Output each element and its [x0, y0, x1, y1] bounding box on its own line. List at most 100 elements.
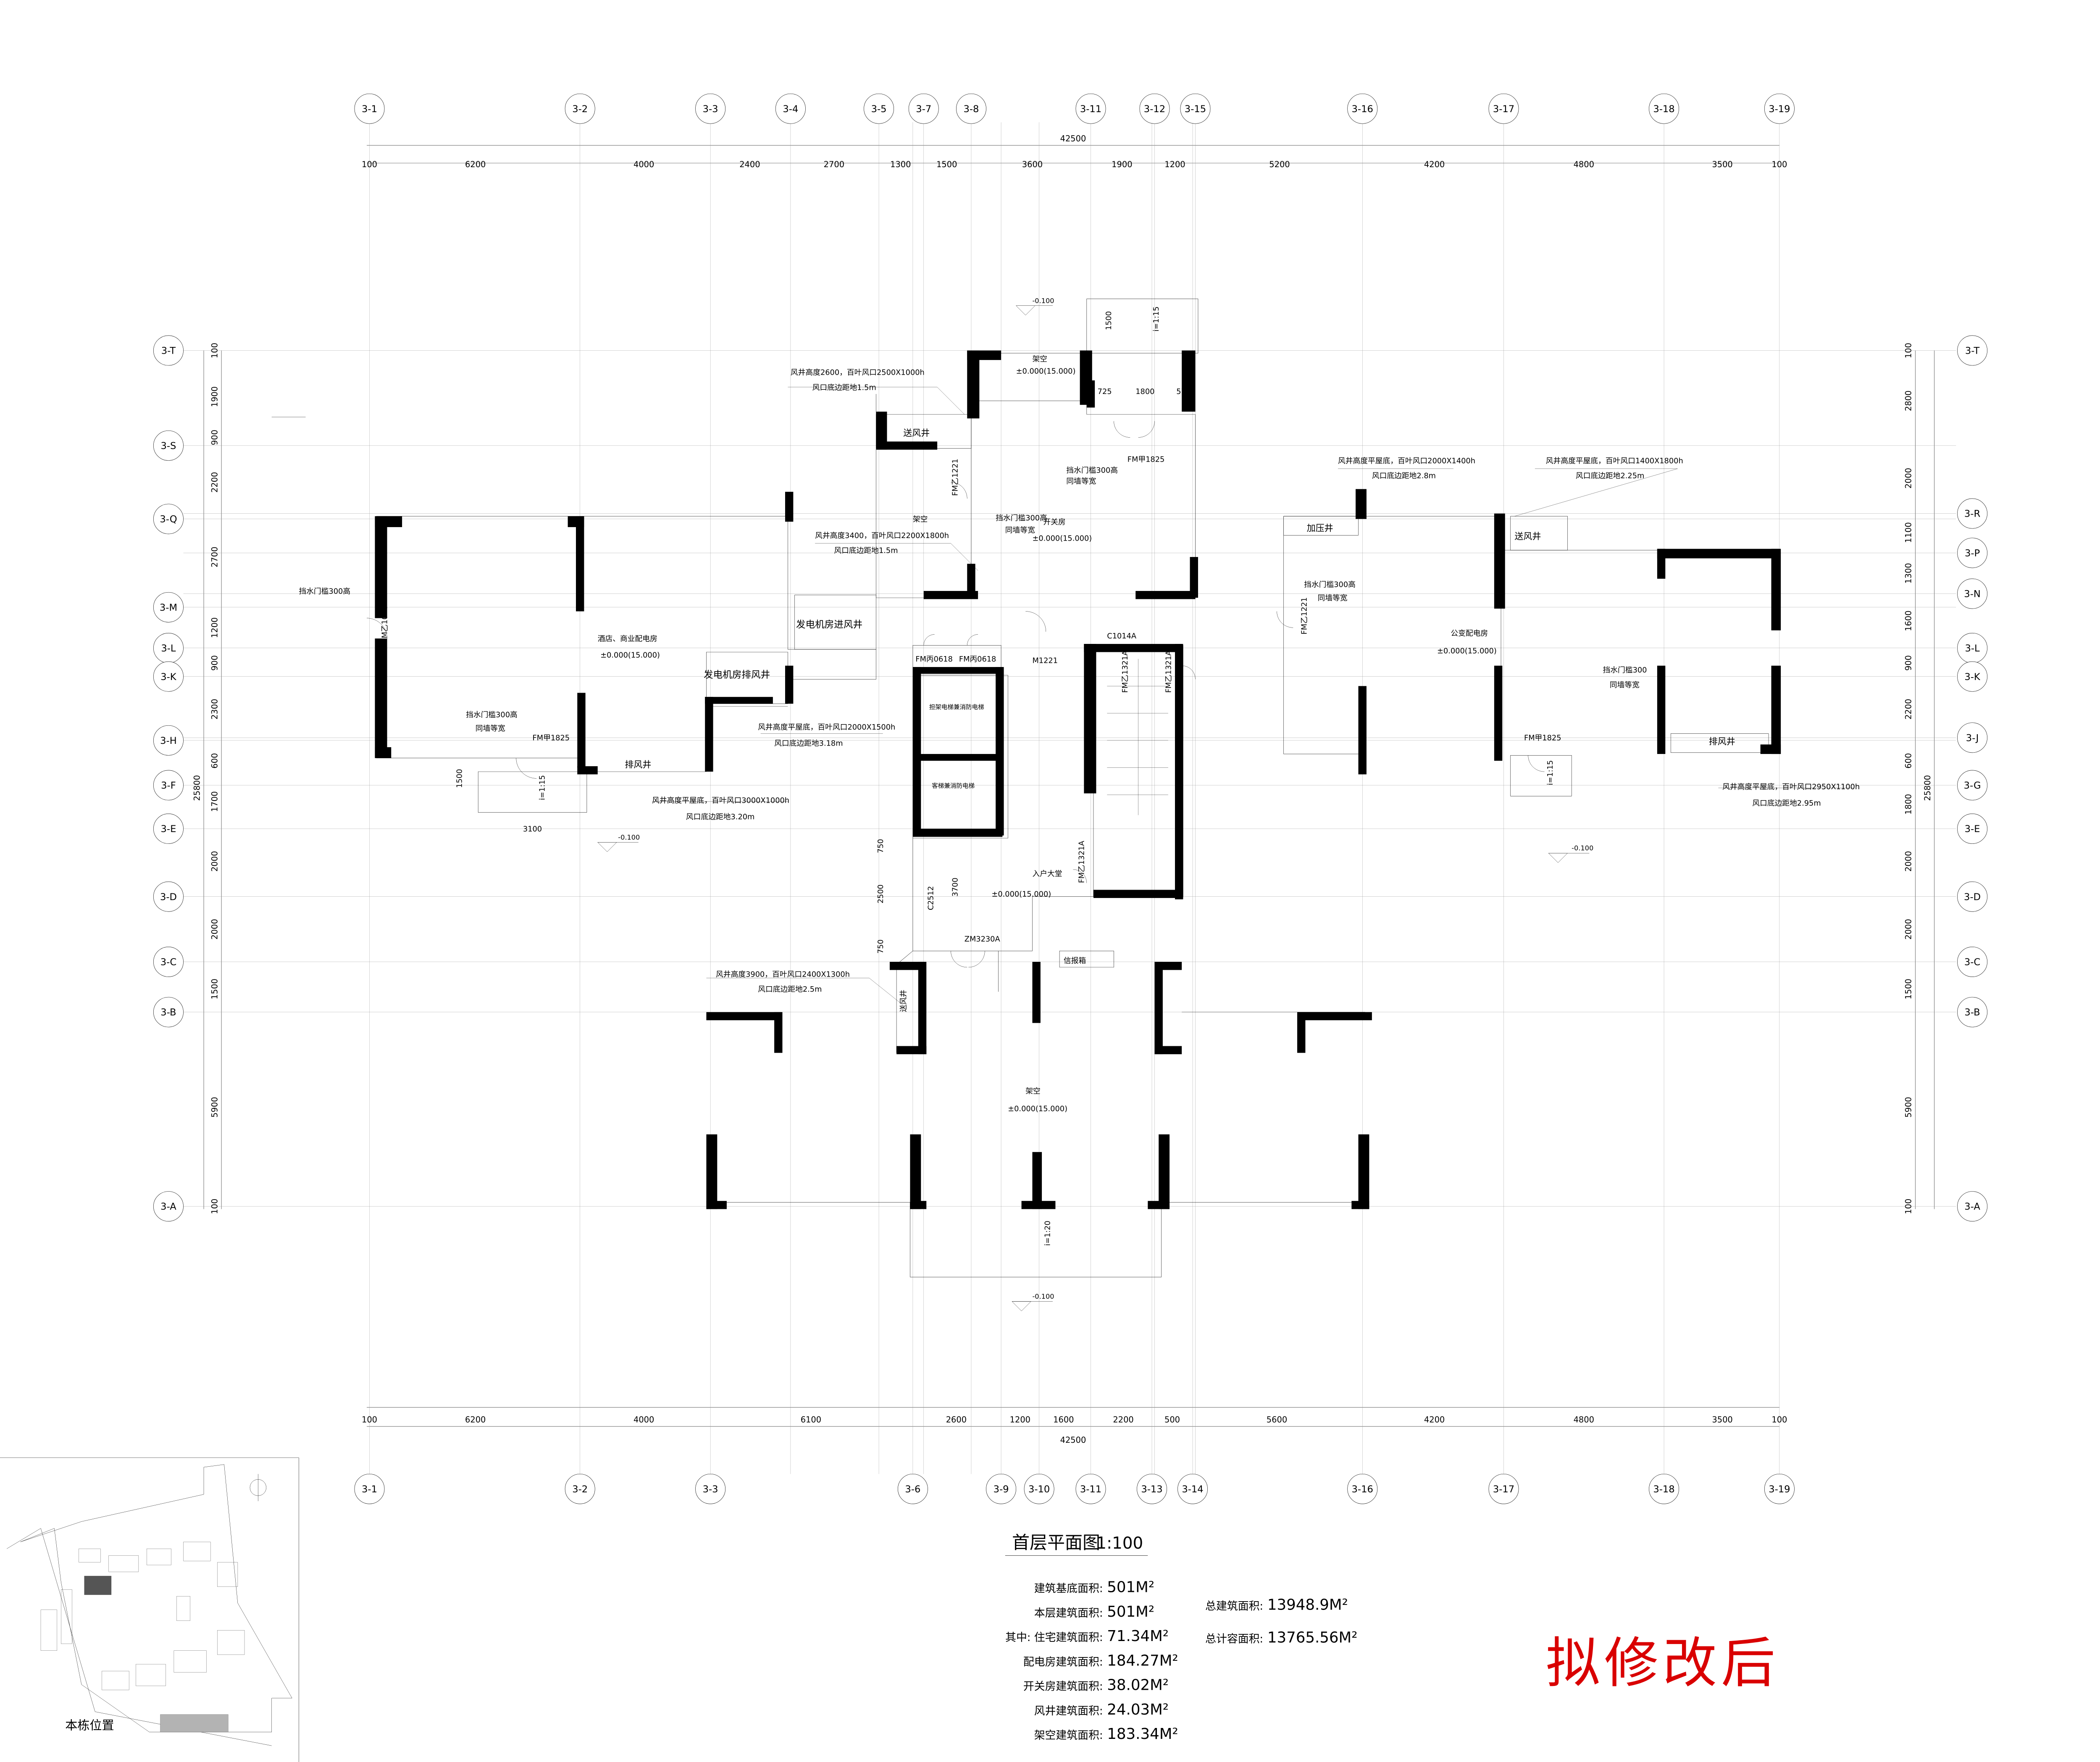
axis-label: 3-L [161, 643, 176, 654]
axis-bubble: 3-16 [1348, 1474, 1377, 1504]
axis-bubbles-left: 3-T3-S3-Q3-M3-L3-K3-H3-F3-E3-D3-C3-B3-A [153, 336, 183, 1221]
axis-bubble: 3-11 [1076, 94, 1106, 123]
axis-bubble: 3-K [153, 662, 183, 691]
door-note-1: 挡水门槛300高 [1066, 466, 1118, 475]
label-lobby: 入户大堂 [1032, 869, 1062, 878]
elev-right: -0.100 [1572, 844, 1593, 852]
vent-note-8: 风井高度平屋底，百叶风口2950X1100h [1722, 783, 1860, 791]
label-elevator-1: 担架电梯兼消防电梯 [929, 704, 984, 711]
area-value: 13948.9M² [1267, 1597, 1348, 1614]
dim-text-bottom: 100 [1771, 1415, 1787, 1424]
misc-dim-8: 2500 [876, 885, 885, 903]
dim-text-bottom: 4200 [1424, 1415, 1445, 1424]
dim-text-right: 100 [1904, 343, 1913, 358]
thick-walls [375, 350, 1781, 1209]
dim-text-left: 1900 [210, 386, 219, 407]
axis-bubble: 3-17 [1489, 1474, 1519, 1504]
dim-text-left: 2200 [210, 472, 219, 493]
gen-vent-note: 风井高度3400，百叶风口2200X1800h [815, 531, 949, 540]
axis-label: 3-16 [1352, 1484, 1373, 1495]
dim-text-right: 2200 [1904, 699, 1913, 720]
door-note-6b: 同墙等宽 [1610, 681, 1640, 690]
axis-label: 3-11 [1080, 104, 1101, 115]
axis-label: 3-17 [1493, 1484, 1514, 1495]
leader-lines [652, 387, 1854, 1006]
axis-bubbles-right: 3-T3-R3-P3-N3-L3-K3-J3-G3-E3-D3-C3-B3-A [1957, 336, 1987, 1221]
door-fm-m: FM甲1825 [533, 734, 570, 743]
vent-note-7: 风井高度平屋底，百叶风口1400X1800h [1546, 457, 1683, 465]
axis-label: 3-L [1965, 643, 1980, 654]
door-fm0618b: FM丙0618 [959, 655, 996, 664]
label-pressure-shaft: 加压井 [1307, 523, 1333, 533]
axis-label: 3-S [160, 441, 176, 452]
axis-label: 3-11 [1080, 1484, 1101, 1495]
dim-text-bottom: 1600 [1053, 1415, 1074, 1424]
door-zm: ZM3230A [965, 935, 1000, 943]
vent-note-7b: 风口底边距地2.25m [1576, 472, 1644, 481]
axis-bubble: 3-3 [696, 1474, 725, 1504]
area-value: 501M² [1107, 1579, 1154, 1596]
axis-bubble: 3-13 [1137, 1474, 1167, 1504]
dim-text-bottom: 6100 [801, 1415, 821, 1424]
axis-bubble: 3-L [153, 633, 183, 663]
axis-label: 3-F [161, 780, 176, 791]
axis-bubble: 3-1 [355, 1474, 384, 1504]
axis-bubble: 3-7 [909, 94, 938, 123]
axis-bubble: 3-D [153, 882, 183, 911]
axis-bubble: 3-F [153, 770, 183, 800]
label-gen-exhaust: 发电机房排风井 [704, 670, 770, 680]
vent-note-8b: 风口底边距地2.95m [1752, 799, 1821, 808]
axis-label: 3-5 [871, 104, 887, 115]
axis-bubble: 3-11 [1076, 1474, 1106, 1504]
dim-text-top: 6200 [465, 160, 486, 169]
dim-text-top: 1900 [1112, 160, 1132, 169]
axis-label: 3-D [160, 892, 177, 903]
dim-text-left: 100 [210, 1199, 219, 1214]
axis-label: 3-14 [1182, 1484, 1203, 1495]
area-label: 总计容面积: [1205, 1633, 1263, 1645]
door-fm-y2: FM乙1221 [1300, 597, 1309, 635]
label-exhaust-2: 排风井 [1709, 736, 1735, 746]
axis-label: 3-15 [1185, 104, 1206, 115]
axis-bubble: 3-E [1957, 814, 1987, 843]
dimension-texts-left: 1001900900220027001200900230060017002000… [210, 343, 219, 1214]
dim-text-left: 600 [210, 753, 219, 769]
key-plan: 本栋位置 [0, 1457, 299, 1762]
dim-text-right: 600 [1904, 753, 1913, 769]
axis-label: 3-J [1966, 733, 1979, 743]
axis-bubble: 3-A [153, 1192, 183, 1221]
axis-label: 3-N [1964, 589, 1980, 600]
gen-vent-note-b: 风口底边距地1.5m [834, 546, 898, 555]
axis-label: 3-K [1964, 672, 1981, 683]
axis-bubble: 3-M [153, 592, 183, 622]
axis-label: 3-2 [572, 1484, 588, 1495]
door-swings [367, 421, 1544, 967]
misc-dim-2: 3100 [523, 825, 542, 833]
dim-text-top: 4000 [633, 160, 654, 169]
axis-label: 3-17 [1493, 104, 1514, 115]
axis-label: 3-C [160, 957, 176, 968]
door-note-4b: 同墙等宽 [476, 724, 505, 733]
elev-bottom: -0.100 [1032, 1292, 1054, 1300]
misc-dim-6: 575 [1176, 387, 1191, 396]
label-public-power: 公变配电房 [1451, 629, 1488, 638]
level-1: ±0.000(15.000) [1016, 367, 1076, 376]
vent-note-5: 风井高度3900，百叶风口2400X1300h [716, 970, 850, 979]
dim-text-right: 2000 [1904, 468, 1913, 488]
dim-text-top: 100 [362, 160, 377, 169]
axis-bubble: 3-18 [1649, 1474, 1679, 1504]
dim-left-total: 25800 [192, 775, 202, 801]
window-c1014a: C1014A [1107, 632, 1136, 641]
axis-bubble: 3-14 [1177, 1474, 1207, 1504]
door-fm1321a: FM乙1321A [1121, 651, 1130, 693]
misc-dim-5: 1800 [1135, 387, 1154, 396]
axis-label: 3-H [160, 735, 177, 746]
dim-text-top: 2400 [739, 160, 760, 169]
axis-label: 3-19 [1769, 104, 1790, 115]
axis-bubble: 3-3 [696, 94, 725, 123]
dim-text-left: 2700 [210, 546, 219, 567]
axis-label: 3-D [1964, 892, 1981, 903]
axis-label: 3-10 [1028, 1484, 1050, 1495]
